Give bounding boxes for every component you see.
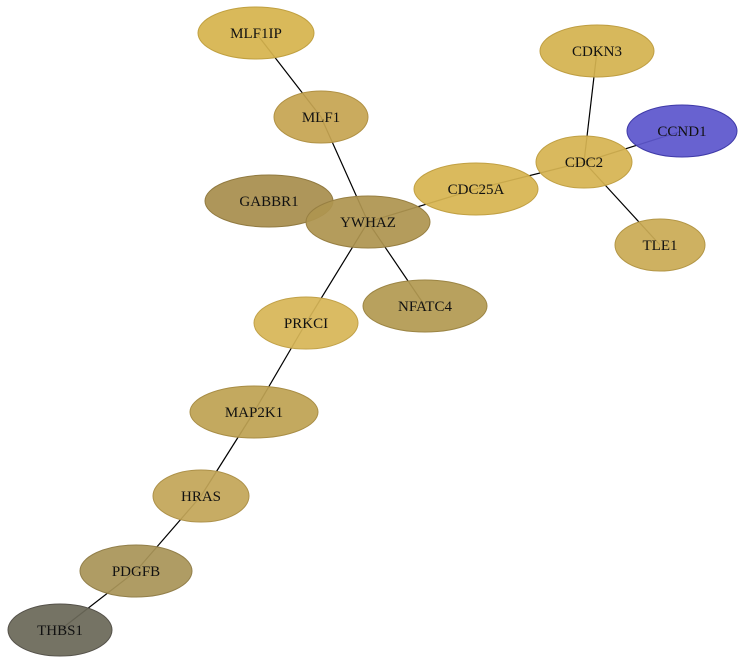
node-label-mlf1ip: MLF1IP [230,26,282,42]
node-shape-mlf1 [273,90,369,144]
node-cdc2: CDC2 [535,135,633,189]
node-label-cdkn3: CDKN3 [572,44,622,60]
node-hras: HRAS [152,469,250,523]
node-shape-nfatc4 [362,279,488,333]
node-tle1: TLE1 [614,218,706,272]
node-shape-thbs1 [7,603,113,657]
node-label-gabbr1: GABBR1 [239,194,298,210]
node-ccnd1: CCND1 [626,104,738,158]
node-gabbr1: GABBR1 [204,174,334,228]
node-label-pdgfb: PDGFB [112,564,160,580]
node-label-prkci: PRKCI [284,316,328,332]
edges-layer [59,32,683,631]
node-label-thbs1: THBS1 [37,623,83,639]
node-shape-ywhaz [305,195,431,249]
node-shape-pdgfb [79,544,193,598]
node-cdc25a: CDC25A [413,162,539,216]
node-thbs1: THBS1 [7,603,113,657]
node-shape-map2k1 [189,385,319,439]
node-shape-ccnd1 [626,104,738,158]
node-shape-hras [152,469,250,523]
node-shape-cdkn3 [539,24,655,78]
node-mlf1ip: MLF1IP [197,6,315,60]
node-shape-mlf1ip [197,6,315,60]
node-label-cdc2: CDC2 [565,155,603,171]
node-label-ccnd1: CCND1 [657,124,706,140]
node-ywhaz: YWHAZ [305,195,431,249]
node-label-tle1: TLE1 [643,238,678,254]
node-prkci: PRKCI [253,296,359,350]
node-map2k1: MAP2K1 [189,385,319,439]
node-shape-cdc2 [535,135,633,189]
node-label-ywhaz: YWHAZ [340,215,396,231]
node-label-hras: HRAS [181,489,221,505]
node-cdkn3: CDKN3 [539,24,655,78]
node-label-map2k1: MAP2K1 [225,405,283,421]
node-shape-prkci [253,296,359,350]
node-label-nfatc4: NFATC4 [398,299,452,315]
node-label-mlf1: MLF1 [302,110,340,126]
node-shape-cdc25a [413,162,539,216]
node-nfatc4: NFATC4 [362,279,488,333]
node-label-cdc25a: CDC25A [448,182,505,198]
node-pdgfb: PDGFB [79,544,193,598]
node-shape-tle1 [614,218,706,272]
node-mlf1: MLF1 [273,90,369,144]
